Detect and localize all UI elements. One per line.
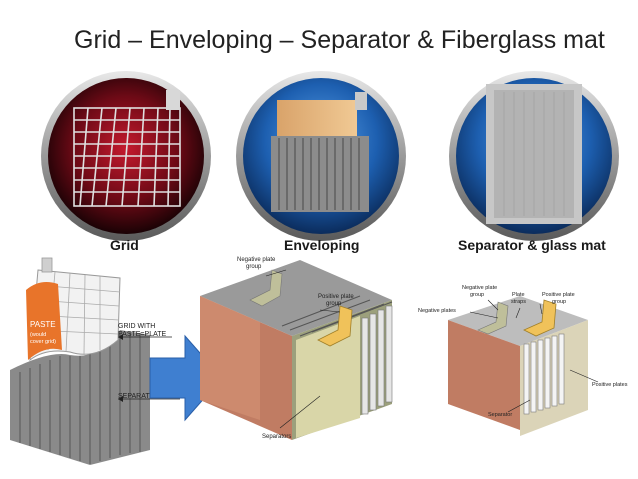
grid-with-label: GRID WITH	[118, 323, 155, 330]
diagram-grid-paste-separator: PASTE (would cover grid) GRID WITH PASTE…	[10, 257, 180, 465]
paste-note-2: cover grid)	[30, 339, 56, 345]
pos-group-label-1: Positive plate	[318, 294, 354, 300]
pos-group-label-2: group	[326, 301, 342, 307]
paste-plate-label: PASTE=PLATE	[118, 331, 167, 338]
neg-group3-label-1: Negative plate	[462, 285, 497, 291]
caption-enveloping: Enveloping	[284, 237, 360, 253]
pos-group3-label-1: Positive plate	[542, 292, 575, 298]
separator-label-3: Separator	[488, 412, 512, 418]
separator-circle-image	[448, 70, 620, 242]
slide-title: Grid – Enveloping – Separator & Fibergla…	[74, 26, 605, 54]
enveloping-circle-image	[235, 70, 407, 242]
pos-plates-label: Positive plates	[592, 382, 628, 388]
plate-straps-label-2: straps	[511, 299, 526, 305]
caption-grid: Grid	[110, 237, 139, 253]
neg-group-label-2: group	[246, 264, 262, 270]
separators-label: Separators	[262, 434, 291, 440]
neg-group3-label-2: group	[470, 292, 484, 298]
diagram-exploded-cell: Negative plates Negative plate group Pla…	[418, 285, 628, 436]
paste-label: PASTE	[30, 320, 56, 329]
caption-separator-glass-mat: Separator & glass mat	[458, 237, 606, 253]
paste-note-1: (would	[30, 332, 46, 338]
pos-group3-label-2: group	[552, 299, 566, 305]
separator-label-1: SEPARATOR	[118, 393, 160, 400]
neg-plates-label: Negative plates	[418, 308, 456, 314]
neg-group-label-1: Negative plate	[237, 257, 276, 263]
grid-circle-image	[40, 70, 212, 242]
diagram-cell-assembly: Negative plate group Positive plate grou…	[200, 257, 393, 440]
plate-straps-label-1: Plate	[512, 292, 525, 298]
